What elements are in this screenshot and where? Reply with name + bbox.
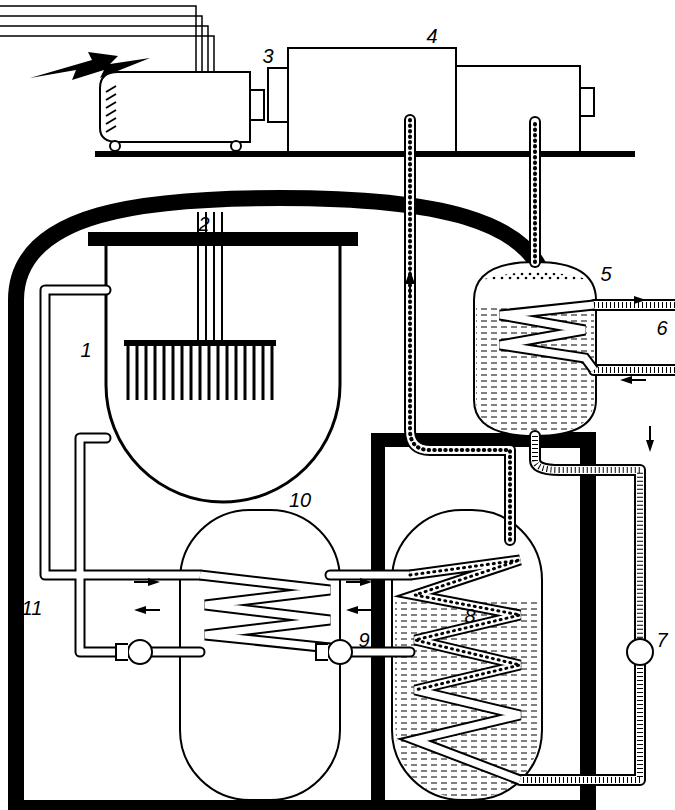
callout-number: 2 — [198, 214, 209, 234]
callout-number: 9 — [358, 630, 369, 650]
callout-number: 8 — [464, 606, 475, 626]
callout-number: 6 — [656, 318, 667, 338]
callout-number: 4 — [426, 26, 437, 46]
callout-number: 5 — [600, 264, 611, 284]
callout-number: 7 — [656, 630, 667, 650]
callout-number: 11 — [22, 598, 43, 618]
callout-number: 1 — [80, 340, 91, 360]
callout-number: 10 — [289, 490, 311, 510]
callout-number: 3 — [262, 46, 273, 66]
